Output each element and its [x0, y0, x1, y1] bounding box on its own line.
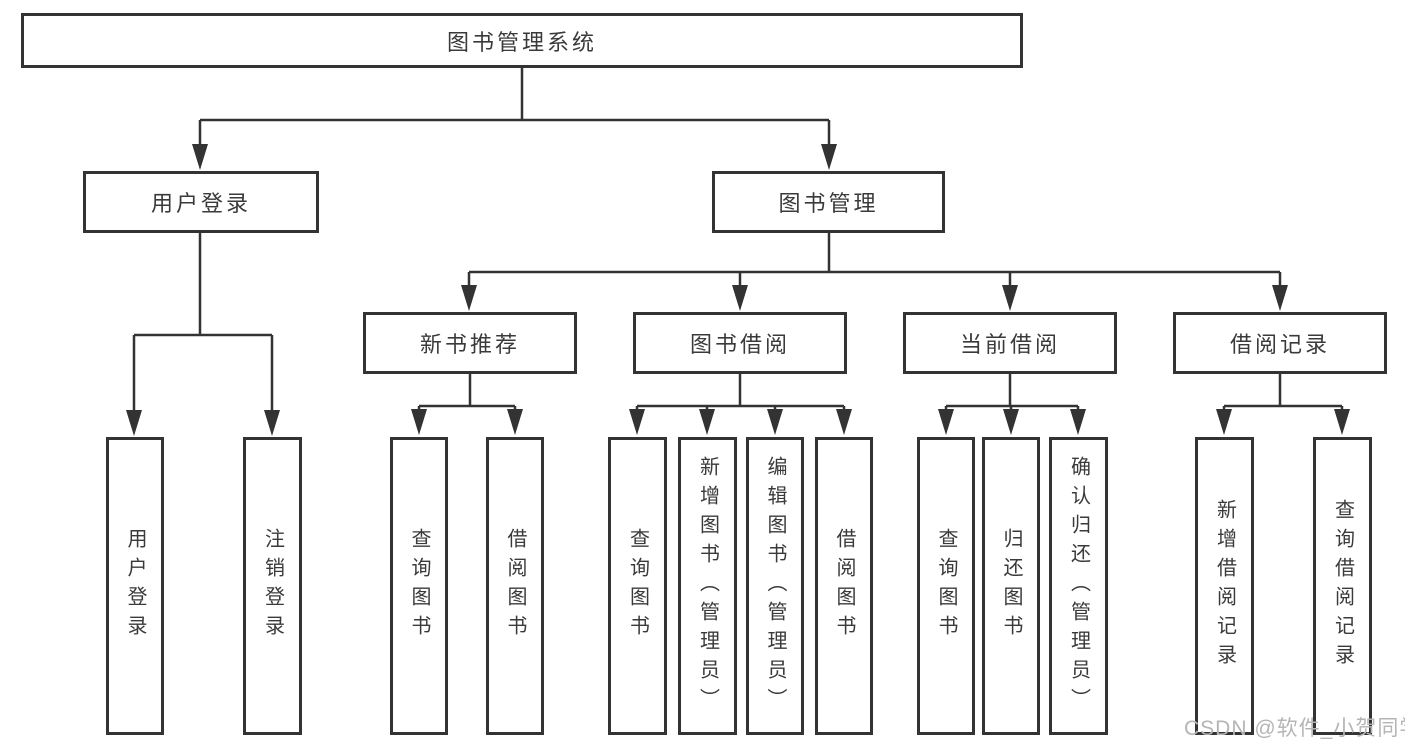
arrow-down-icon: [1334, 409, 1350, 435]
arrow-down-icon: [411, 409, 427, 435]
leaf-query-borrow-record: 查询借阅记录: [1313, 437, 1372, 735]
arrow-down-icon: [1272, 285, 1288, 311]
leaf-query-books-current: 查询图书: [917, 437, 975, 735]
leaf-borrow-books-recommend: 借阅图书: [486, 437, 544, 735]
node-new-book-recommend: 新书推荐: [363, 312, 577, 374]
arrow-down-icon: [264, 410, 280, 436]
connector-new-book-children: [417, 374, 517, 411]
node-system-root: 图书管理系统: [21, 13, 1023, 68]
connector-user-login-children: [132, 233, 274, 412]
node-current-borrow: 当前借阅: [903, 312, 1117, 374]
leaf-logout: 注销登录: [243, 437, 302, 735]
leaf-return-book: 归还图书: [982, 437, 1040, 735]
arrow-down-icon: [507, 409, 523, 435]
leaf-borrow-books: 借阅图书: [815, 437, 873, 735]
connector-root-to-level2: [198, 68, 831, 146]
leaf-add-book-admin: 新增图书（管理员）: [678, 437, 737, 735]
node-book-management: 图书管理: [712, 171, 945, 233]
leaf-query-books-borrow: 查询图书: [608, 437, 667, 735]
arrow-down-icon: [732, 285, 748, 311]
connector-borrow-record-children: [1222, 374, 1344, 411]
arrow-down-icon: [821, 144, 837, 170]
arrow-down-icon: [461, 285, 477, 311]
leaf-confirm-return-admin: 确认归还（管理员）: [1049, 437, 1108, 735]
arrow-down-icon: [1002, 285, 1018, 311]
arrow-down-icon: [1070, 409, 1086, 435]
leaf-query-books-recommend: 查询图书: [390, 437, 448, 735]
leaf-user-login: 用户登录: [106, 437, 164, 735]
arrow-down-icon: [699, 409, 715, 435]
arrow-down-icon: [938, 409, 954, 435]
node-borrow-record: 借阅记录: [1173, 312, 1387, 374]
arrow-down-icon: [1216, 409, 1232, 435]
arrow-down-icon: [1003, 409, 1019, 435]
leaf-edit-book-admin: 编辑图书（管理员）: [746, 437, 804, 735]
connector-book-management-children: [467, 233, 1282, 286]
arrow-down-icon: [836, 409, 852, 435]
node-book-borrow: 图书借阅: [633, 312, 847, 374]
arrow-down-icon: [126, 410, 142, 436]
node-user-login: 用户登录: [83, 171, 319, 233]
arrow-down-icon: [629, 409, 645, 435]
watermark: CSDN @软件_小贺同学: [1184, 717, 1405, 740]
leaf-add-borrow-record: 新增借阅记录: [1195, 437, 1254, 735]
arrow-down-icon: [767, 409, 783, 435]
arrow-down-icon: [192, 144, 208, 170]
connector-book-borrow-children: [635, 374, 846, 411]
connector-current-borrow-children: [944, 374, 1080, 411]
